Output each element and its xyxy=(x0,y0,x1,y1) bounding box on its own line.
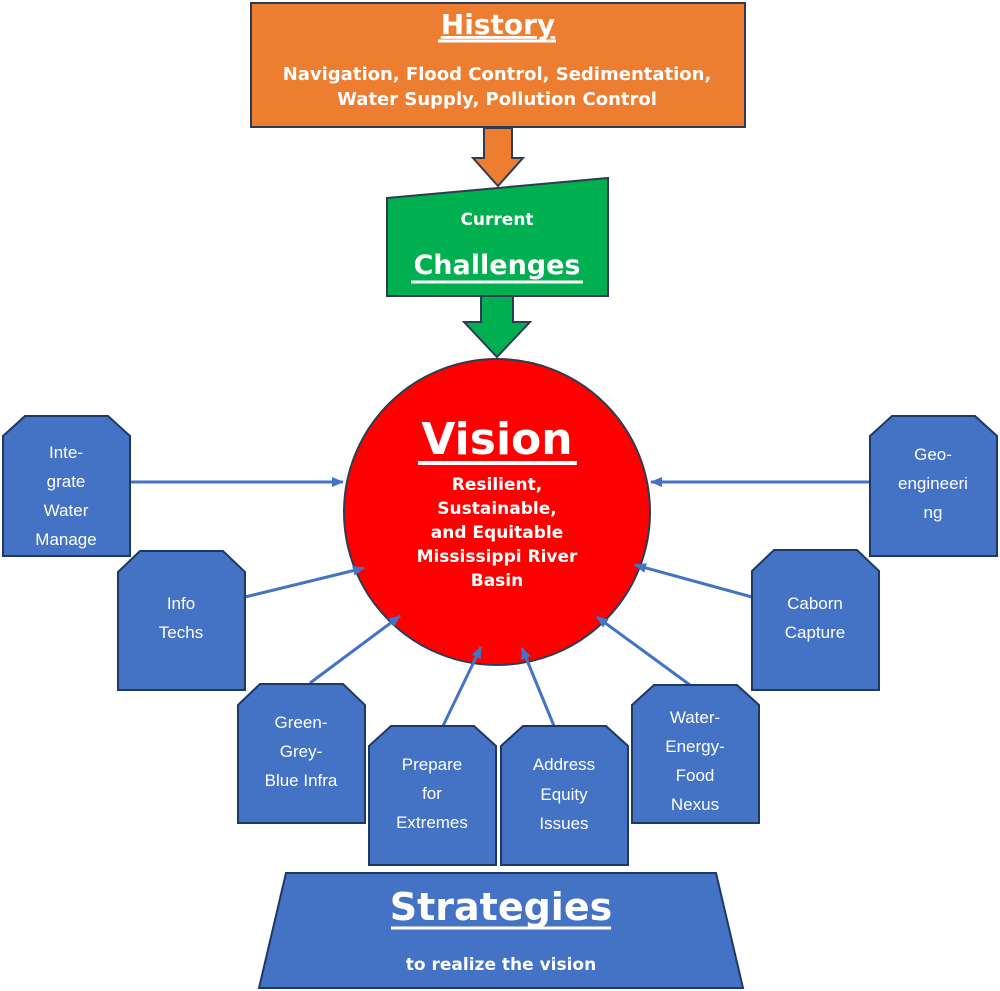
challenges-subtitle: Current xyxy=(460,210,533,230)
strategies-box: Strategies to realize the vision xyxy=(257,872,745,989)
vision-circle: Vision Resilient, Sustainable, and Equit… xyxy=(343,358,651,666)
history-to-challenges-arrow xyxy=(470,127,526,188)
geo-line-1: Geo- xyxy=(914,445,952,464)
history-line-1: Navigation, Flood Control, Sedimentation… xyxy=(283,64,712,85)
vision-line-4: Mississippi River xyxy=(417,547,578,567)
integrate-line-2: grate xyxy=(47,472,86,491)
nexus-line-1: Water- xyxy=(670,708,720,727)
history-title: History xyxy=(441,8,555,41)
strategy-box-integrate: Inte- grate Water Manage xyxy=(2,415,131,557)
connector-arrows xyxy=(130,477,870,729)
strategy-box-green: Green- Grey- Blue Infra xyxy=(237,683,366,824)
arrow-carbon xyxy=(634,563,753,599)
equity-line-3: Issues xyxy=(539,814,588,833)
strategy-box-info: Info Techs xyxy=(117,550,246,691)
vision-title: Vision xyxy=(421,414,572,465)
vision-line-1: Resilient, xyxy=(452,475,542,495)
info-line-2: Techs xyxy=(159,623,203,642)
integrate-line-3: Water xyxy=(44,501,89,520)
vision-line-3: and Equitable xyxy=(431,523,564,543)
green-line-1: Green- xyxy=(275,713,328,732)
geo-line-3: ng xyxy=(924,503,943,522)
nexus-line-3: Food xyxy=(676,766,715,785)
history-line-2: Water Supply, Pollution Control xyxy=(337,89,657,110)
challenges-to-vision-arrow xyxy=(461,295,533,359)
green-line-2: Grey- xyxy=(280,742,323,761)
integrate-line-1: Inte- xyxy=(49,443,83,462)
strategy-box-nexus: Water- Energy- Food Nexus xyxy=(631,684,760,824)
arrow-equity xyxy=(520,647,556,727)
prepare-line-1: Prepare xyxy=(402,755,462,774)
challenges-title: Challenges xyxy=(413,250,580,281)
info-line-1: Info xyxy=(167,594,195,613)
equity-line-2: Equity xyxy=(540,785,588,804)
arrow-nexus xyxy=(596,615,691,687)
vision-line-2: Sustainable, xyxy=(437,499,556,519)
strategies-title: Strategies xyxy=(390,885,612,929)
arrow-prepare xyxy=(440,646,483,729)
arrow-info xyxy=(244,565,365,599)
carbon-line-1: Caborn xyxy=(787,594,843,613)
carbon-line-2: Capture xyxy=(785,623,845,642)
green-line-3: Blue Infra xyxy=(265,771,338,790)
geo-line-2: engineeri xyxy=(898,474,968,493)
nexus-line-4: Nexus xyxy=(671,795,719,814)
strategy-box-carbon: Caborn Capture xyxy=(751,549,880,691)
prepare-line-3: Extremes xyxy=(396,813,468,832)
strategies-subtitle: to realize the vision xyxy=(406,955,596,975)
arrow-green xyxy=(309,614,401,685)
prepare-line-2: for xyxy=(422,784,442,803)
equity-line-1: Address xyxy=(533,755,595,774)
vision-line-5: Basin xyxy=(471,571,523,591)
nexus-line-2: Energy- xyxy=(665,737,725,756)
strategy-box-geo: Geo- engineeri ng xyxy=(869,415,998,557)
strategy-box-prepare: Prepare for Extremes xyxy=(368,725,497,866)
strategy-box-equity: Address Equity Issues xyxy=(500,725,629,866)
history-box: History Navigation, Flood Control, Sedim… xyxy=(250,2,746,128)
challenges-box: Current Challenges xyxy=(386,176,609,297)
integrate-line-4: Manage xyxy=(35,530,96,549)
